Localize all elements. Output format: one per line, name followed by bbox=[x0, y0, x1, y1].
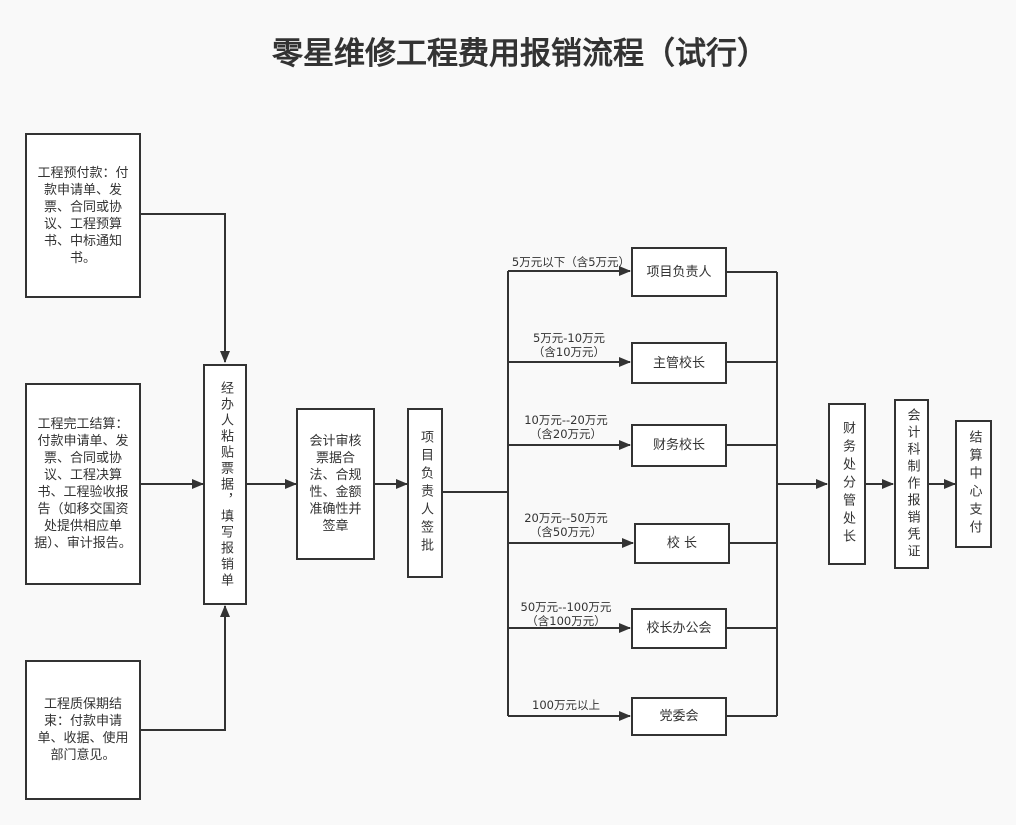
page-title: 零星维修工程费用报销流程（试行） bbox=[272, 36, 768, 72]
input-completion-settlement: 工程完工结算：付款申请单、发票、合同或协议、工程决算书、工程验收报告（如移交国资… bbox=[25, 383, 141, 585]
input-prepayment: 工程预付款：付款申请单、发票、合同或协议、工程预算书、中标通知书。 bbox=[25, 133, 141, 298]
approver-2-text: 主管校长 bbox=[652, 355, 705, 371]
step-payment: 结算中心支付 bbox=[955, 420, 992, 548]
approver-project-lead: 项目负责人 bbox=[631, 247, 727, 297]
branch-4-condition: 20万元--50万元 （含50万元） bbox=[510, 511, 622, 539]
branch-2-condition-line2: （含10万元） bbox=[532, 345, 606, 359]
approver-6-text: 党委会 bbox=[659, 709, 699, 724]
branch-5-condition: 50万元--100万元 （含100万元） bbox=[510, 600, 622, 628]
branch-1-condition: 5万元以下（含5万元） bbox=[510, 255, 632, 269]
approver-president: 校 长 bbox=[634, 523, 730, 564]
approver-president-office: 校长办公会 bbox=[631, 608, 727, 649]
step-accountant-review: 会计审核票据合法、合规性、金额准确性并签章 bbox=[296, 408, 375, 560]
step-finance-director: 财务处分管处长 bbox=[828, 403, 866, 565]
approver-finance-vp: 财务校长 bbox=[631, 424, 727, 467]
edge-warranty-to-handler bbox=[141, 605, 230, 731]
step-accountant-text: 会计审核票据合法、合规性、金额准确性并签章 bbox=[309, 434, 362, 534]
branch-2-condition-line1: 5万元-10万元 bbox=[532, 331, 606, 345]
approver-3-text: 财务校长 bbox=[652, 438, 705, 453]
finance-director-text: 财务处分管处长 bbox=[840, 421, 855, 547]
approver-party-committee: 党委会 bbox=[631, 697, 727, 736]
input-warranty-end: 工程质保期结束：付款申请单、收据、使用部门意见。 bbox=[25, 660, 141, 800]
branch-4-condition-line1: 20万元--50万元 bbox=[524, 511, 608, 525]
payment-text: 结算中心支付 bbox=[966, 430, 982, 538]
edge-prepay-to-handler bbox=[141, 213, 230, 363]
branch-6-condition-line1: 100万元以上 bbox=[532, 698, 600, 712]
approver-5-text: 校长办公会 bbox=[646, 621, 712, 636]
branch-3-condition-line2: （含20万元） bbox=[529, 427, 603, 441]
step-voucher: 会计科制作报销凭证 bbox=[894, 399, 929, 569]
branch-1-condition-line1: 5万元以下（含5万元） bbox=[511, 255, 631, 269]
step-lead-text: 项目负责人签批 bbox=[418, 430, 433, 556]
branch-5-condition-line2: （含100万元） bbox=[526, 614, 606, 628]
branch-4-condition-line2: （含50万元） bbox=[529, 525, 603, 539]
step-project-lead-sign: 项目负责人签批 bbox=[407, 408, 443, 578]
step-handler: 经办人粘贴票据，填写报销单 bbox=[203, 364, 247, 605]
voucher-text: 会计科制作报销凭证 bbox=[904, 407, 920, 561]
input-completion-text: 工程完工结算：付款申请单、发票、合同或协议、工程决算书、工程验收报告（如移交国资… bbox=[34, 417, 132, 551]
branch-6-condition: 100万元以上 bbox=[510, 698, 622, 712]
branch-5-condition-line1: 50万元--100万元 bbox=[520, 600, 612, 614]
branch-3-condition-line1: 10万元--20万元 bbox=[524, 413, 608, 427]
branch-3-condition: 10万元--20万元 （含20万元） bbox=[510, 413, 622, 441]
branch-2-condition: 5万元-10万元 （含10万元） bbox=[510, 331, 628, 359]
step-handler-text: 经办人粘贴票据，填写报销单 bbox=[218, 380, 233, 589]
approver-1-text: 项目负责人 bbox=[646, 264, 712, 280]
input-prepayment-text: 工程预付款：付款申请单、发票、合同或协议、工程预算书、中标通知书。 bbox=[37, 165, 129, 266]
approver-vice-president: 主管校长 bbox=[631, 342, 727, 384]
approver-4-text: 校 长 bbox=[666, 536, 698, 551]
input-warranty-text: 工程质保期结束：付款申请单、收据、使用部门意见。 bbox=[37, 697, 129, 763]
